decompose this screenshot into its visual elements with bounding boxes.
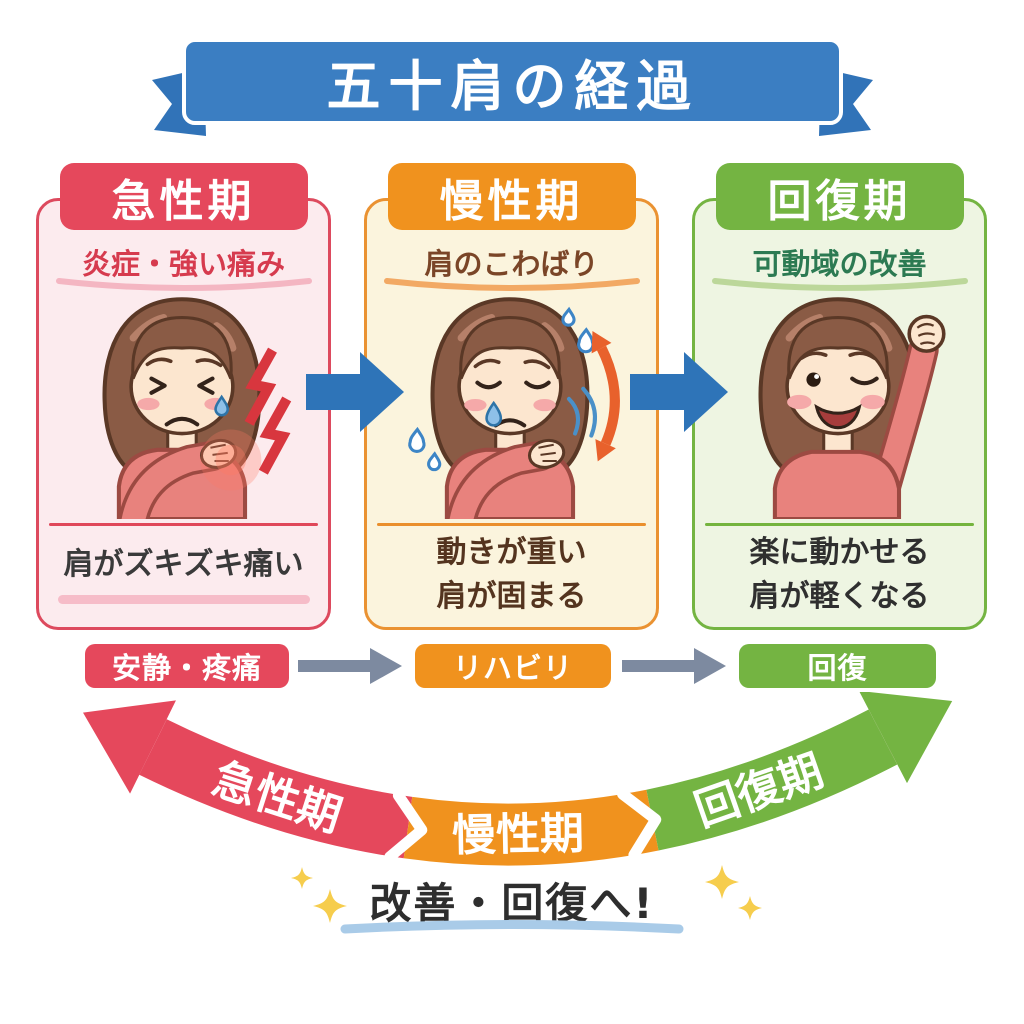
- page-title: 五十肩の経過: [326, 54, 699, 118]
- recovery-illustration: [758, 297, 946, 519]
- recovery-caption-line1: 楽に動かせる: [749, 535, 930, 570]
- acute-subtitle-underline: [55, 278, 312, 291]
- footer-message: 改善・回復へ!: [369, 879, 655, 928]
- arc-segment-chronic: [139, 709, 898, 866]
- sparkle-icon: [705, 865, 762, 920]
- arc-segment-recovery: [139, 709, 898, 866]
- chronic-illustration: [407, 297, 620, 519]
- chronic-phase-header: 慢性期: [387, 163, 636, 230]
- acute-illustration: [102, 297, 291, 519]
- flow-step-rest-pain: 安静・疼痛: [85, 644, 289, 688]
- chronic-caption: 動きが重い 肩が固まる: [367, 531, 656, 618]
- arc-label-chronic: 慢性期: [452, 808, 585, 861]
- sweat-drop-icon: [407, 426, 425, 453]
- chronic-subtitle-underline: [383, 278, 640, 291]
- recovery-subtitle: 可動域の改善: [752, 247, 927, 281]
- chronic-divider: [377, 523, 646, 526]
- acute-subtitle: 炎症・強い痛み: [81, 247, 285, 281]
- ribbon-band: [182, 38, 843, 125]
- lightning-bolt-icon: [258, 396, 291, 475]
- flow-arrow-icon: [298, 648, 402, 684]
- open-smile-mouth: [813, 403, 862, 430]
- chronic-caption-line2: 肩が固まる: [436, 578, 587, 614]
- chronic-to-recovery-arrow-icon: [630, 352, 728, 432]
- sweat-drop-icon: [426, 451, 441, 472]
- acute-phase-header: 急性期: [59, 163, 308, 230]
- footer-underline: [340, 920, 684, 934]
- sparkle-icon: [291, 867, 347, 923]
- sweat-drop-icon: [560, 306, 576, 327]
- arc-chevron-separator-icon: [384, 789, 428, 863]
- acute-caption-highlight: [57, 595, 310, 604]
- chronic-caption-line1: 動きが重い: [436, 535, 587, 570]
- title-ribbon-banner: [152, 38, 873, 136]
- acute-divider: [49, 523, 318, 526]
- arc-chevron-separator-icon: [617, 788, 662, 861]
- sweat-drop-icon: [576, 327, 594, 354]
- arc-segment-acute: [139, 709, 898, 866]
- chronic-phase-card: 慢性期 肩のこわばり: [364, 163, 659, 630]
- acute-to-chronic-arrow-icon: [306, 352, 404, 432]
- recovery-phase-header: 回復期: [715, 163, 964, 230]
- acute-caption: 肩がズキズキ痛い: [63, 547, 304, 582]
- flow-arrow-icon: [622, 648, 726, 684]
- wink-eye: [849, 376, 879, 386]
- phase-progress-arc: 急性期 慢性期 回復期: [83, 692, 953, 866]
- recovery-caption-line2: 肩が軽くなる: [749, 578, 930, 614]
- chronic-subtitle: 肩のこわばり: [424, 247, 599, 281]
- pain-glow: [199, 429, 261, 491]
- recovery-caption: 楽に動かせる 肩が軽くなる: [695, 531, 984, 618]
- arc-right-arrowhead-icon: [858, 692, 953, 784]
- flow-step-rehabilitation: リハビリ: [415, 644, 611, 688]
- acute-phase-card: 急性期 炎症・強い痛み: [36, 163, 331, 630]
- recovery-subtitle-underline: [711, 278, 968, 291]
- flow-step-recovery: 回復: [739, 644, 936, 688]
- lightning-bolt-icon: [244, 347, 277, 426]
- arc-left-arrowhead-icon: [83, 700, 176, 794]
- recovery-phase-card: 回復期 可動域の改善: [692, 163, 987, 630]
- range-of-motion-arrow-icon: [591, 331, 620, 462]
- recovery-divider: [705, 523, 974, 526]
